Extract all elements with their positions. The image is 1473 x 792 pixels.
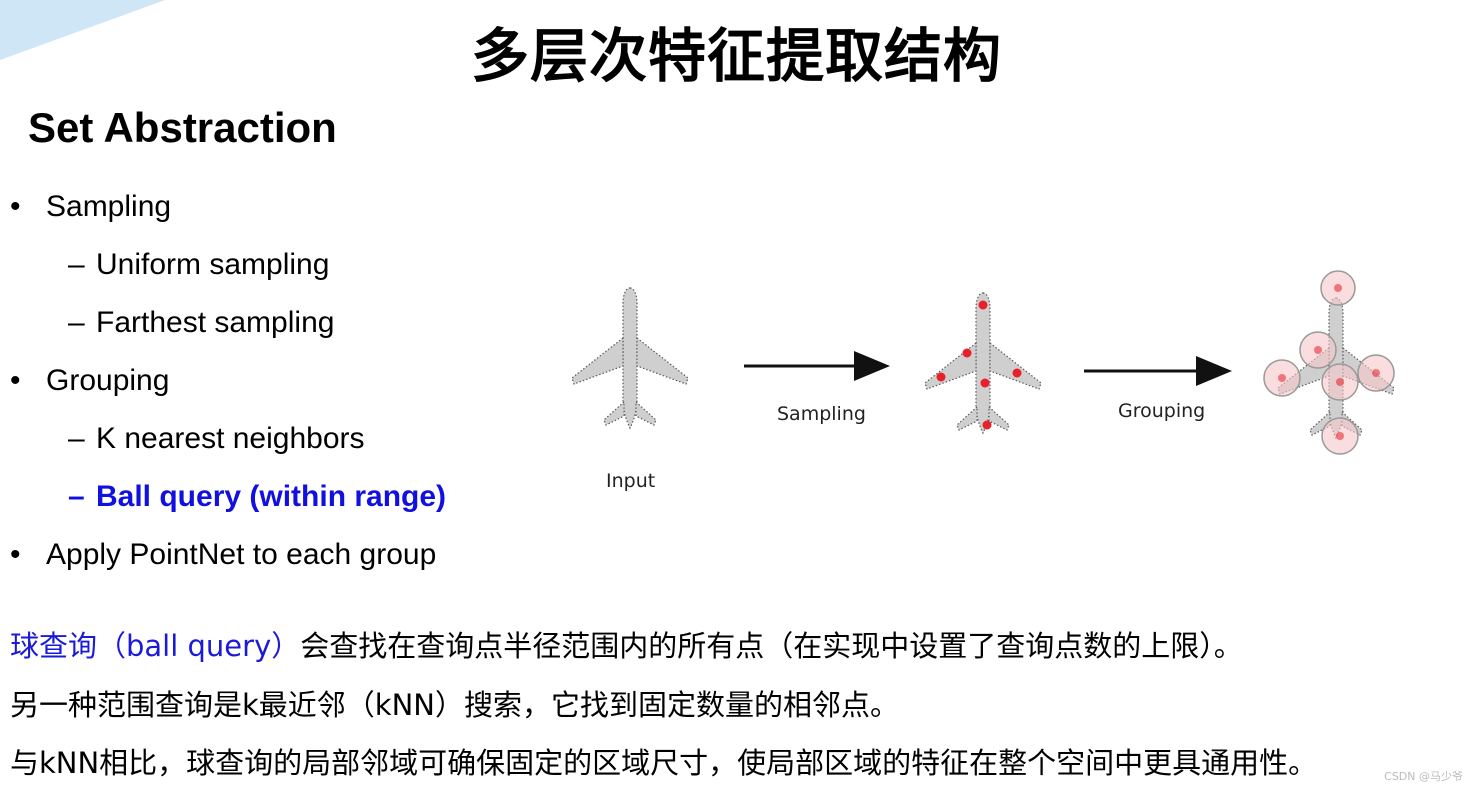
- paragraph-text: 会查找在查询点半径范围内的所有点（在实现中设置了查询点数的上限）。: [300, 629, 1243, 663]
- bullet-marker: •: [10, 190, 21, 223]
- bullet-text: Ball query (within range): [96, 480, 447, 513]
- input-point-cloud-icon: [571, 287, 689, 429]
- paragraph-knn: 另一种范围查询是k最近邻（kNN）搜索，它找到固定数量的相邻点。: [10, 688, 899, 722]
- diagram-canvas: [571, 270, 1395, 455]
- bullet-marker: –: [68, 306, 85, 339]
- grouping-label: Grouping: [1118, 400, 1206, 422]
- slide-title: 多层次特征提取结构: [470, 22, 1002, 90]
- bullet-marker: –: [68, 480, 85, 513]
- input-label: Input: [606, 470, 656, 492]
- sampling-label: Sampling: [777, 403, 866, 425]
- bullet-text: Sampling: [46, 190, 172, 223]
- bullet-text: K nearest neighbors: [96, 422, 365, 455]
- grouped-point-cloud-icon: [1263, 270, 1395, 455]
- bullet-text: Grouping: [46, 364, 170, 397]
- bullet-marker: •: [10, 538, 21, 571]
- corner-decoration: [0, 0, 165, 60]
- bullet-marker: –: [68, 248, 85, 281]
- paragraph-comparison: 与kNN相比，球查询的局部邻域可确保固定的区域尺寸，使局部区域的特征在整个空间中…: [10, 746, 1318, 780]
- ball-query-term: 球查询（ball query）: [10, 629, 301, 663]
- bullet-marker: –: [68, 422, 85, 455]
- bullet-text: Uniform sampling: [96, 248, 330, 281]
- bullet-marker: •: [10, 364, 21, 397]
- bullet-text: Farthest sampling: [96, 306, 335, 339]
- watermark: CSDN @马少爷: [1384, 770, 1463, 783]
- bullet-text: Apply PointNet to each group: [46, 538, 437, 571]
- paragraph-ball-query: 球查询（ball query）会查找在查询点半径范围内的所有点（在实现中设置了查…: [10, 626, 1470, 666]
- section-heading: Set Abstraction: [28, 104, 337, 151]
- set-abstraction-diagram: Input Sampling Grouping: [540, 260, 1440, 504]
- sampled-point-cloud-icon: [924, 292, 1042, 434]
